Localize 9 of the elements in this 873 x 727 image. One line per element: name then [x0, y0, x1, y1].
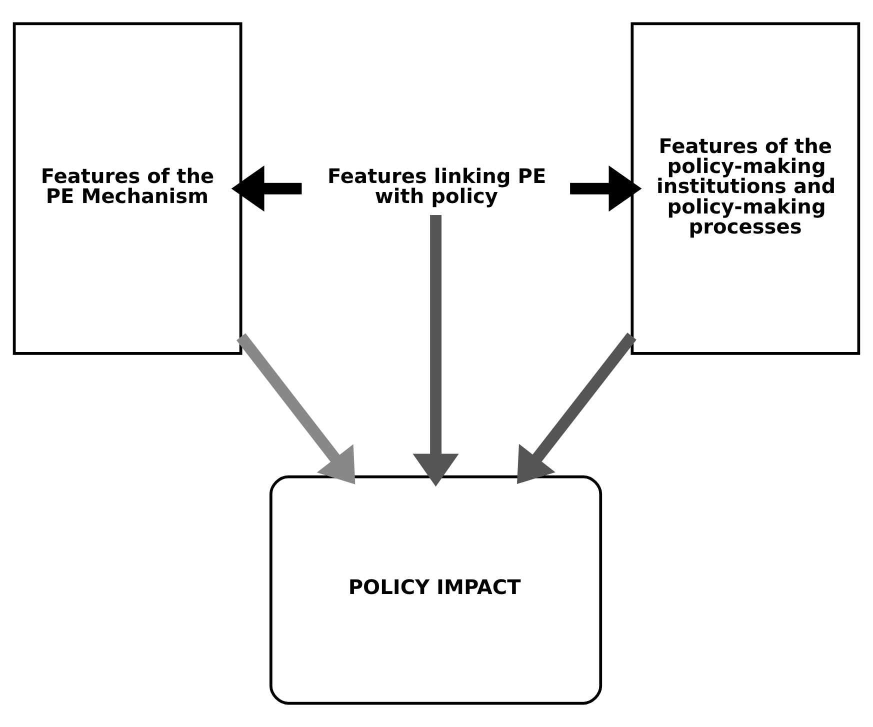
arrow [412, 214, 459, 487]
arrow [231, 166, 302, 212]
arrow [570, 166, 642, 212]
node-text: Features linking PE with policy [328, 164, 546, 208]
node-box: POLICY IMPACT [269, 475, 602, 705]
node-box: Features of the PE Mechanism [12, 22, 242, 355]
arrow [236, 333, 356, 484]
node-box: Features of the policy-making institutions and policy-making processes [630, 22, 860, 355]
arrow [516, 332, 636, 484]
